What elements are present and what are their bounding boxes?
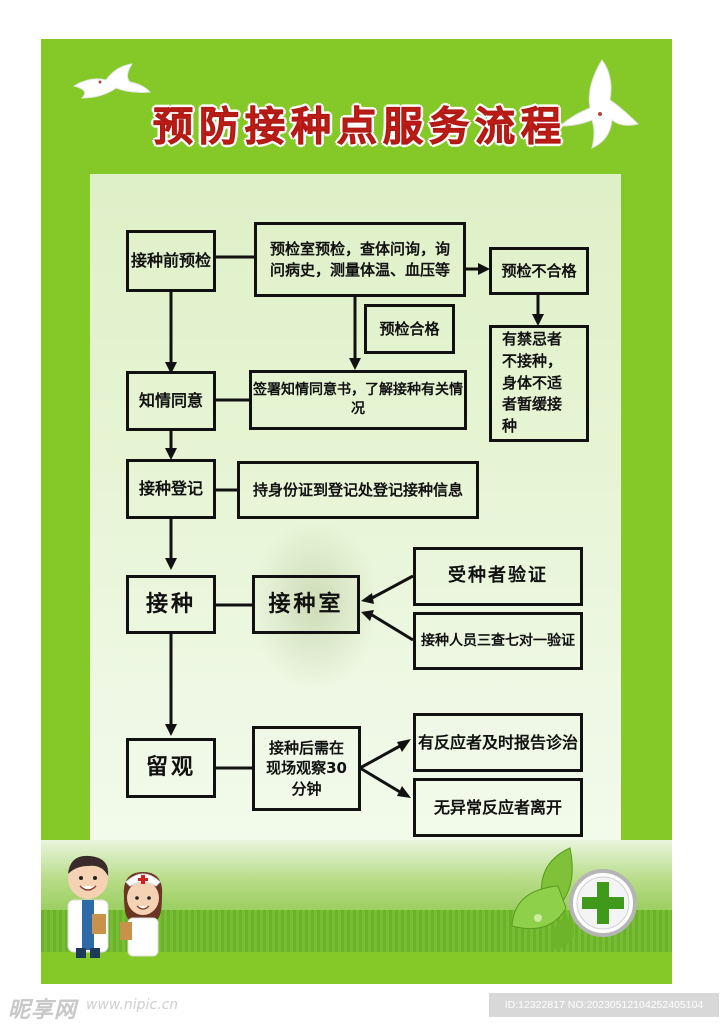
step-pre-check-label: 接种前预检 xyxy=(130,251,211,271)
register-description-text: 持身份证到登记处登记接种信息 xyxy=(252,480,463,499)
page-title: 预防接种点服务流程 xyxy=(153,104,567,151)
observe-description: 接种后需在现场观察30分钟 xyxy=(252,726,361,811)
consent-description: 签署知情同意书，了解接种有关情况 xyxy=(249,370,467,430)
doctor-icon xyxy=(58,852,118,962)
pre-check-description: 预检室预检，查体问询，询问病史，测量体温、血压等 xyxy=(254,222,466,297)
verify-recipient: 受种者验证 xyxy=(413,547,583,606)
step-vaccinate: 接种 xyxy=(126,575,216,634)
step-pre-check: 接种前预检 xyxy=(126,230,216,292)
pre-check-pass: 预检合格 xyxy=(364,304,455,354)
pre-check-fail: 预检不合格 xyxy=(489,247,589,295)
pre-check-fail-note: 有禁忌者不接种，身体不适者暂缓接种 xyxy=(489,325,589,442)
pre-check-fail-text: 预检不合格 xyxy=(501,261,577,280)
medical-cross-icon xyxy=(568,868,638,942)
step-observe: 留观 xyxy=(126,738,216,798)
pre-check-pass-text: 预检合格 xyxy=(379,319,440,338)
consent-description-text: 签署知情同意书，了解接种有关情况 xyxy=(253,382,463,417)
dove-icon xyxy=(556,56,640,152)
verify-staff-text: 接种人员三查七对一验证 xyxy=(421,632,575,649)
vaccination-room: 接种室 xyxy=(252,575,360,634)
leaf-icon xyxy=(510,846,590,956)
step-register: 接种登记 xyxy=(126,459,216,519)
watermark-id: ID:12322817 NO:20230512104252405104 xyxy=(489,993,719,1017)
no-reaction-leave: 无异常反应者离开 xyxy=(413,778,583,837)
step-register-label: 接种登记 xyxy=(138,479,203,499)
reaction-report-text: 有反应者及时报告诊治 xyxy=(417,732,578,752)
pre-check-fail-note-text: 有禁忌者不接种，身体不适者暂缓接种 xyxy=(502,330,563,436)
step-vaccinate-label: 接种 xyxy=(145,591,196,617)
observe-description-text: 接种后需在现场观察30分钟 xyxy=(266,739,347,798)
register-description: 持身份证到登记处登记接种信息 xyxy=(237,461,479,519)
bottom-band xyxy=(41,952,672,984)
reaction-report: 有反应者及时报告诊治 xyxy=(413,713,583,772)
vaccination-room-text: 接种室 xyxy=(268,591,344,617)
step-observe-label: 留观 xyxy=(145,755,196,781)
dove-icon xyxy=(72,58,152,104)
step-consent-label: 知情同意 xyxy=(138,391,203,411)
watermark-url: www.nipic.cn xyxy=(86,997,179,1013)
nurse-icon xyxy=(116,868,170,962)
verify-staff: 接种人员三查七对一验证 xyxy=(413,612,583,670)
watermark-logo: 昵享网 xyxy=(8,998,78,1023)
step-consent: 知情同意 xyxy=(126,371,216,431)
pre-check-description-text: 预检室预检，查体问询，询问病史，测量体温、血压等 xyxy=(269,240,450,279)
no-reaction-leave-text: 无异常反应者离开 xyxy=(433,797,562,817)
verify-recipient-text: 受种者验证 xyxy=(448,565,548,587)
